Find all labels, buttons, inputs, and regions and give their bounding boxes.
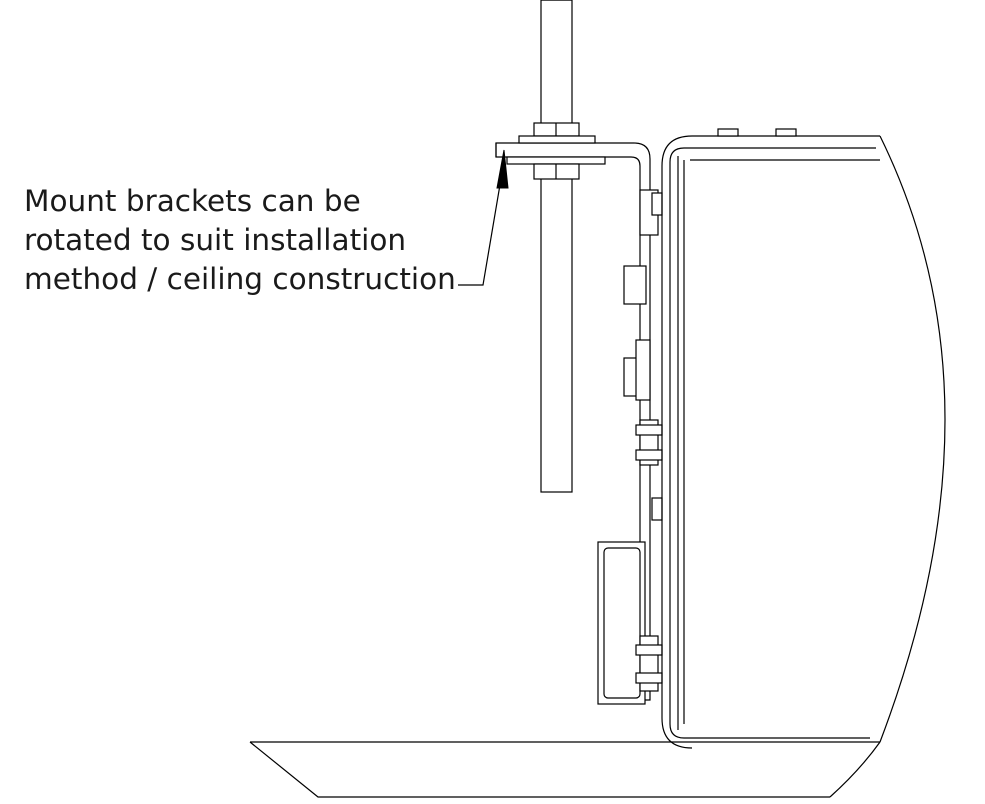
luminaire-housing [661,128,946,749]
side-plate-details [597,189,663,705]
ceiling-slab [249,741,881,798]
callout-line-1: Mount brackets can be [24,184,361,218]
callout-line-2: rotated to suit installation [24,223,407,257]
upper-nut-assembly [506,122,606,180]
callout-line-3: method / ceiling construction [24,262,456,296]
leader-arrow-icon [496,149,509,189]
threaded-rod [540,0,573,493]
callout-leader [458,149,509,286]
callout-annotation: Mount brackets can be rotated to suit in… [24,182,456,299]
